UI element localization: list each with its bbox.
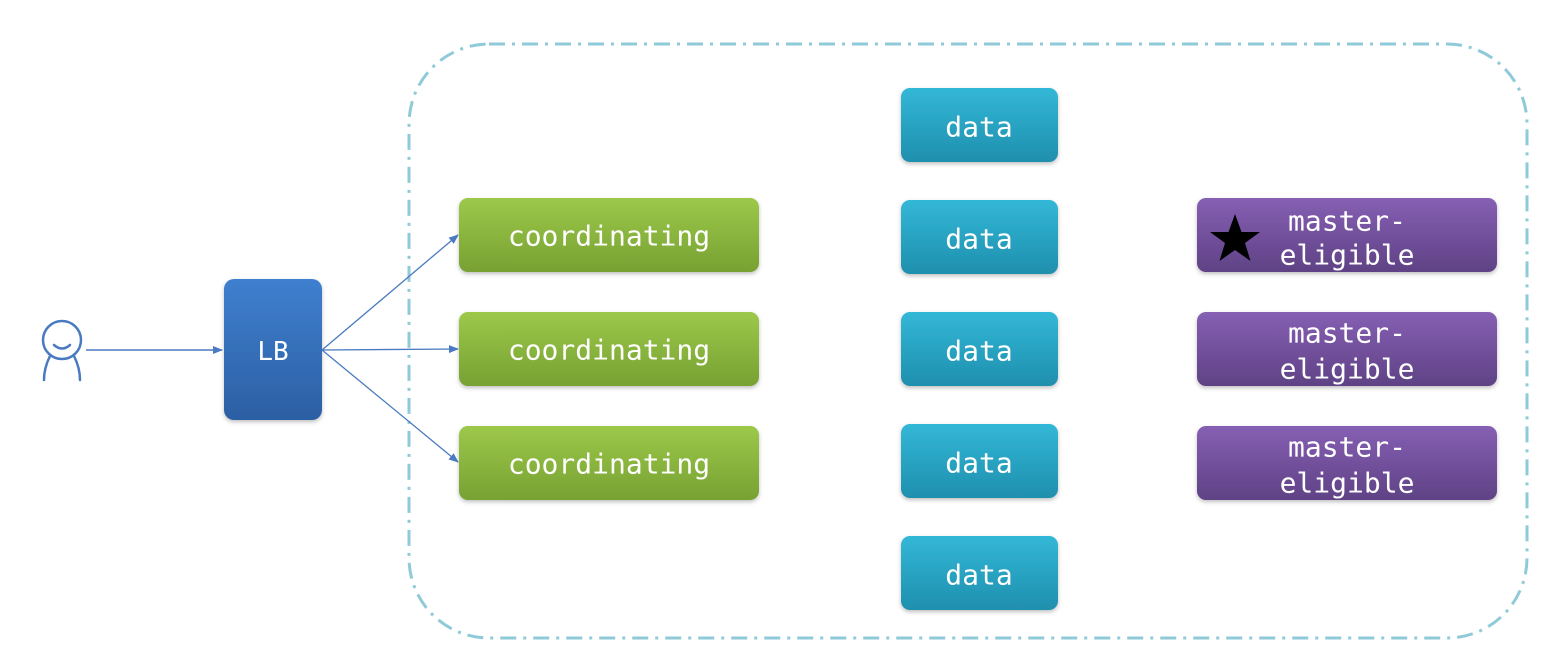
cluster-boundary [407,42,1529,640]
lb-node [224,279,322,420]
coordinating-label: coordinating [508,220,710,253]
lb-label: LB [257,337,288,367]
master-eligible-node [1197,198,1497,272]
coordinating-label: coordinating [508,334,710,367]
lb-to-coordinating-arrow-1 [321,234,459,351]
user-icon [41,319,83,382]
data-node [901,200,1058,274]
lb-to-coordinating-arrow-2 [321,345,459,354]
coordinating-node [459,198,759,272]
master-label-line2: eligible [1280,467,1415,500]
data-node [901,424,1058,498]
data-label: data [945,335,1012,368]
master-label-line2: eligible [1280,353,1415,386]
coordinating-label: coordinating [508,448,710,481]
data-label: data [945,447,1012,480]
master-label-line1: master- [1288,317,1406,350]
elected-master-star-icon [1210,214,1260,261]
data-label: data [945,559,1012,592]
data-label: data [945,111,1012,144]
master-label-line1: master- [1288,205,1406,238]
data-node [901,536,1058,610]
lb-to-coordinating-arrow-3 [321,349,459,463]
coordinating-node [459,312,759,386]
master-label-line2: eligible [1280,239,1415,272]
coordinating-node [459,426,759,500]
data-label: data [945,223,1012,256]
master-label-line1: master- [1288,431,1406,464]
master-eligible-node [1197,426,1497,500]
master-eligible-node [1197,312,1497,386]
data-node [901,312,1058,386]
data-node [901,88,1058,162]
